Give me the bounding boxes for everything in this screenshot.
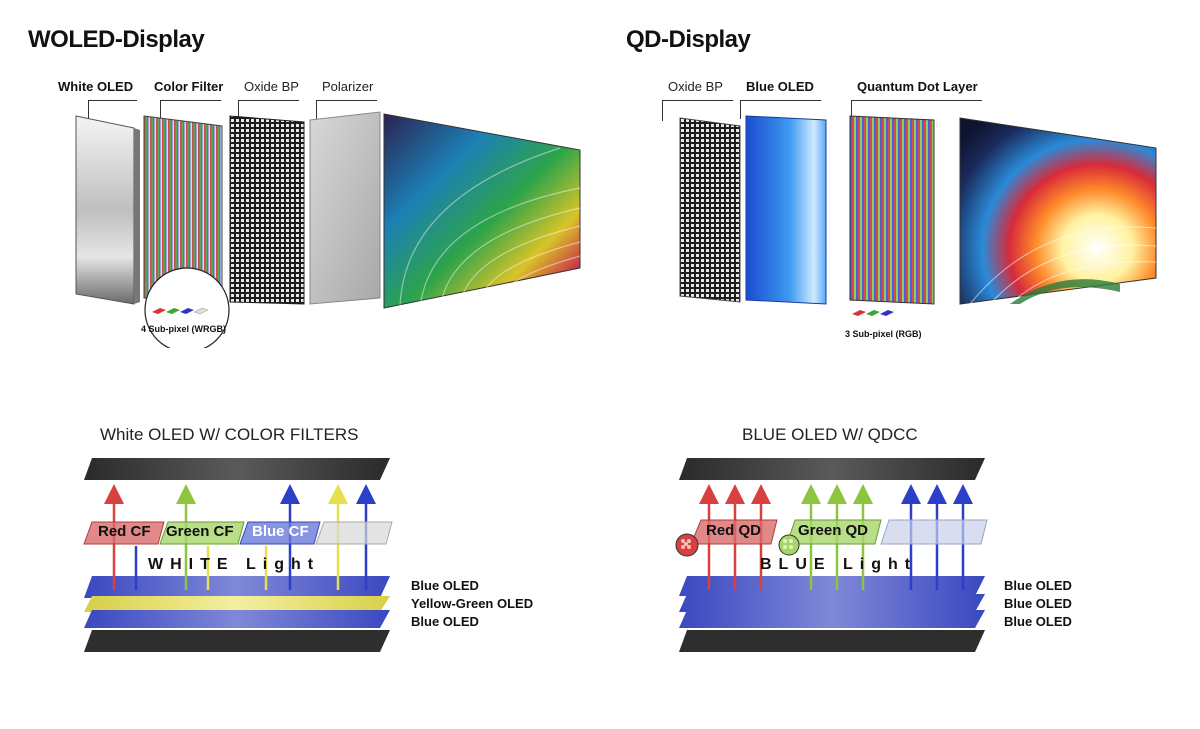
qd-screen (960, 118, 1156, 304)
top-glass-layer (84, 458, 390, 480)
qd-top-glass-layer (679, 458, 985, 480)
qd-subpixel-caption: 3 Sub-pixel (RGB) (845, 329, 922, 339)
quantum-dot-layer (850, 116, 934, 304)
red-cf-label: Red CF (98, 523, 151, 540)
qd-stack-label-3: Blue OLED (1004, 614, 1072, 629)
green-qd-label: Green QD (798, 522, 868, 539)
blue-oled-layer-lower (84, 610, 390, 628)
qd-blue-oled-layer-1 (679, 576, 985, 596)
woled-subpixel-caption: 4 Sub-pixel (WRGB) (141, 324, 226, 334)
blue-cf-label: Blue CF (252, 523, 309, 540)
woled-layer-stack-illustration (0, 108, 600, 348)
qd-blue-oled-layer-2 (679, 594, 985, 612)
woled-diagram-title: White OLED W/ COLOR FILTERS (100, 425, 359, 445)
qd-structure-diagram (675, 450, 1005, 660)
woled-screen (384, 114, 580, 308)
qd-blue-oled-layer-3 (679, 610, 985, 628)
qd-oxide-bp-layer (680, 118, 740, 302)
woled-layer-label-white-oled: White OLED (58, 79, 133, 94)
qd-bottom-substrate-layer (679, 630, 985, 652)
woled-title: WOLED-Display (28, 26, 204, 54)
qd-light-text: BLUE Light (760, 556, 917, 574)
white-oled-layer (76, 116, 134, 304)
blue-oled-layer-upper (84, 576, 390, 598)
clear-qd-window (881, 520, 987, 544)
woled-stack-label-3: Blue OLED (411, 614, 479, 629)
woled-layer-label-color-filter: Color Filter (154, 79, 223, 94)
qd-diagram-title: BLUE OLED W/ QDCC (742, 425, 918, 445)
qd-layer-label-quantum-dot-layer: Quantum Dot Layer (857, 79, 978, 94)
oxide-bp-layer (230, 116, 304, 304)
green-qd-dot-icon (779, 535, 799, 555)
qd-layer-stack-illustration (600, 108, 1200, 348)
qd-title: QD-Display (626, 26, 750, 54)
yellow-green-oled-layer (84, 596, 390, 612)
bottom-substrate-layer (84, 630, 390, 652)
woled-structure-diagram (80, 450, 410, 660)
woled-stack-label-2: Yellow-Green OLED (411, 596, 533, 611)
red-qd-label: Red QD (706, 522, 761, 539)
polarizer-layer (310, 112, 380, 304)
qd-blue-oled-layer (746, 116, 826, 304)
green-cf-label: Green CF (166, 523, 234, 540)
clear-filter (316, 522, 392, 544)
qd-layer-label-blue-oled: Blue OLED (746, 79, 814, 94)
woled-stack-label-1: Blue OLED (411, 578, 479, 593)
woled-layer-label-oxide-bp: Oxide BP (244, 79, 299, 94)
qd-stack-label-1: Blue OLED (1004, 578, 1072, 593)
qd-layer-label-oxide-bp: Oxide BP (668, 79, 723, 94)
woled-layer-label-polarizer: Polarizer (322, 79, 373, 94)
woled-light-text: WHITE Light (148, 556, 320, 574)
red-qd-dot-icon (676, 534, 698, 556)
qd-stack-label-2: Blue OLED (1004, 596, 1072, 611)
